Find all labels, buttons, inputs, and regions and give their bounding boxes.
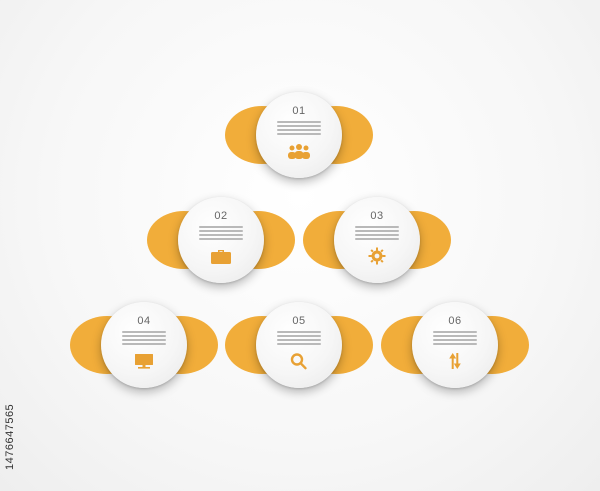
step-04: 04 xyxy=(69,300,219,390)
step-01: 01 xyxy=(224,90,374,180)
step-06: 06 xyxy=(380,300,530,390)
step-02: 02 xyxy=(146,195,296,285)
sort-arrows-icon xyxy=(443,352,467,370)
step-disc: 02 xyxy=(178,197,264,283)
magnifier-icon xyxy=(287,352,311,370)
people-icon xyxy=(287,142,311,160)
gear-icon xyxy=(365,247,389,265)
monitor-icon xyxy=(132,352,156,370)
step-number: 02 xyxy=(214,210,228,222)
step-number: 06 xyxy=(448,315,462,327)
step-disc: 01 xyxy=(256,92,342,178)
step-03: 03 xyxy=(302,195,452,285)
step-number: 04 xyxy=(137,315,151,327)
briefcase-icon xyxy=(209,247,233,265)
placeholder-text-lines xyxy=(122,331,166,347)
step-number: 05 xyxy=(292,315,306,327)
placeholder-text-lines xyxy=(433,331,477,347)
placeholder-text-lines xyxy=(277,121,321,137)
step-number: 01 xyxy=(292,105,306,117)
step-number: 03 xyxy=(370,210,384,222)
placeholder-text-lines xyxy=(277,331,321,347)
step-disc: 04 xyxy=(101,302,187,388)
stock-id: 1476647565 xyxy=(4,403,16,470)
step-disc: 06 xyxy=(412,302,498,388)
step-disc: 05 xyxy=(256,302,342,388)
placeholder-text-lines xyxy=(355,226,399,242)
step-disc: 03 xyxy=(334,197,420,283)
step-05: 05 xyxy=(224,300,374,390)
placeholder-text-lines xyxy=(199,226,243,242)
